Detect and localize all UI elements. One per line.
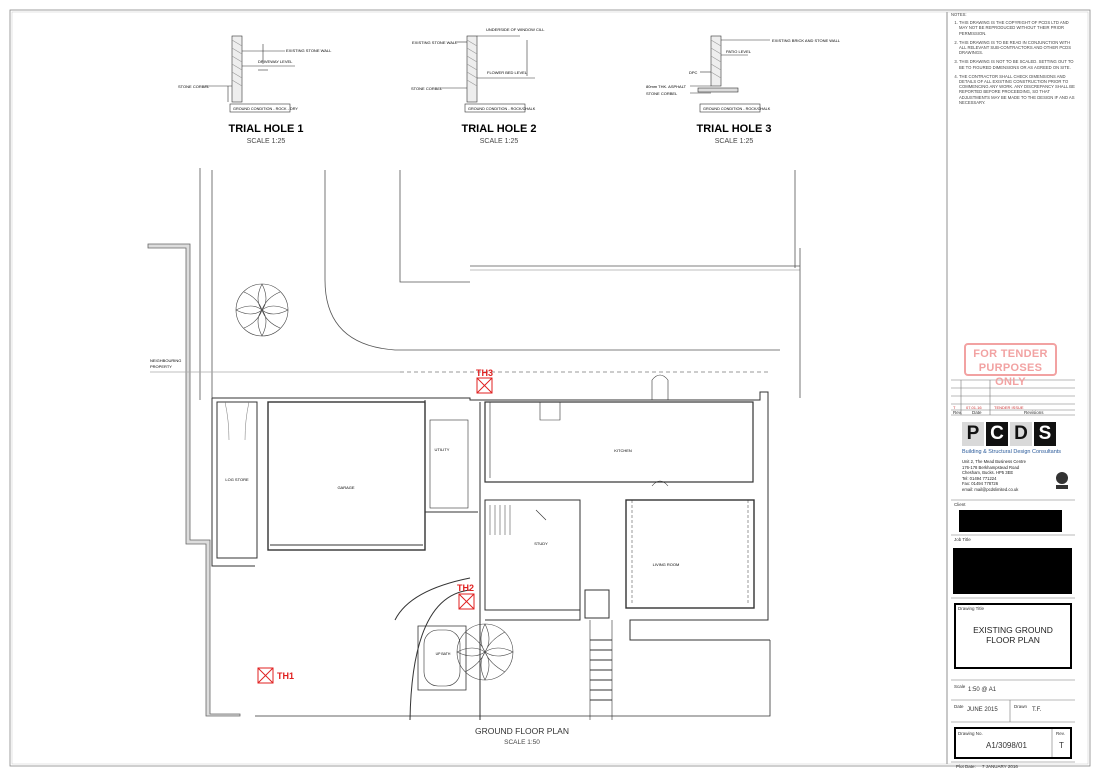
logo-letter: S	[1034, 422, 1056, 446]
drawn-value: T.F.	[1032, 707, 1042, 713]
th1-condition: GROUND CONDITION - ROCK - DRY	[233, 107, 298, 111]
room-label-living-room: LIVING ROOM	[653, 562, 680, 567]
th3-label-1: EXISTING BRICK AND STONE WALL	[772, 38, 841, 43]
th2-condition: GROUND CONDITION - ROCK/CHALK	[468, 107, 536, 111]
accreditation-emblem-icon	[1056, 472, 1068, 489]
building-plan	[211, 374, 771, 721]
note-item: THIS DRAWING IS THE COPYRIGHT OF PCDS LT…	[959, 20, 1075, 36]
th1-title: TRIAL HOLE 1	[229, 123, 304, 135]
th1-label-1: EXISTING STONE WALL	[286, 48, 332, 53]
client-label: Client	[954, 502, 966, 507]
rev-value: T	[1059, 741, 1064, 750]
stamp-line-2: PURPOSES ONLY	[978, 362, 1043, 388]
trial-hole-1-section	[205, 35, 295, 113]
th1-label-3: STONE CORBEL	[178, 84, 210, 89]
address-line: Tel: 01494 771224	[962, 475, 997, 481]
logo-letter: D	[1010, 422, 1032, 446]
note-item: THE CONTRACTOR SHALL CHECK DIMENSIONS AN…	[959, 74, 1075, 105]
client-redacted	[959, 510, 1062, 532]
address-line: Unit 2, The Mead Business Centre	[962, 459, 1026, 464]
th1-scale: SCALE 1:25	[247, 138, 286, 145]
room-label-bath: UP BATH	[436, 652, 451, 656]
revision-header-date: Date	[972, 410, 982, 415]
trial-hole-3-section	[690, 35, 770, 113]
company-tagline: Building & Structural Design Consultants	[962, 449, 1062, 455]
address-line: Chesham, Bucks. HP5 3EE	[962, 470, 1014, 475]
date-label: Date	[954, 704, 964, 709]
th2-marker	[458, 593, 475, 610]
th3-title: TRIAL HOLE 3	[697, 123, 772, 135]
rev-label: Rev.	[1056, 731, 1065, 736]
th3-label-4: 80mm THK. ASPHALT	[646, 84, 687, 89]
revision-header-desc: Revisions	[1024, 410, 1044, 415]
logo-letter: P	[962, 422, 984, 446]
th2-label-3: FLOWER BED LEVEL	[487, 70, 528, 75]
drawing-title-label: Drawing Title	[958, 606, 985, 611]
th2-marker-label: TH2	[457, 583, 474, 593]
company-address: Unit 2, The Mead Business Centre 176-178…	[962, 459, 1026, 492]
plot-date-value: 7 JANUARY 2016	[982, 764, 1018, 769]
neighbour-label-2: PROPERTY	[150, 364, 172, 369]
th3-condition: GROUND CONDITION - ROCK/CHALK	[703, 107, 771, 111]
th2-label-2: UNDERSIDE OF WINDOW CILL	[486, 27, 545, 32]
drawing-no-value: A1/3098/01	[986, 741, 1027, 750]
plan-scale: SCALE 1:50	[504, 739, 540, 746]
company-logo: P C D S	[962, 422, 1056, 446]
tender-stamp: FOR TENDER PURPOSES ONLY	[964, 343, 1057, 388]
th2-scale: SCALE 1:25	[480, 138, 519, 145]
th3-scale: SCALE 1:25	[715, 138, 754, 145]
job-title-redacted	[953, 548, 1072, 594]
room-label-utility: UTILITY	[435, 447, 450, 452]
neighbour-label-1: NEIGHBOURING	[150, 358, 181, 363]
notes-heading: NOTES:	[951, 12, 967, 17]
th3-label-5: STONE CORBEL	[646, 91, 678, 96]
plot-date-label: Plot Date:	[956, 764, 976, 769]
th2-label-4: STONE CORBEL	[411, 86, 443, 91]
titleblock-grid	[951, 379, 1075, 763]
job-title-label: Job Title	[954, 537, 971, 542]
drawing-title-box: Drawing Title EXISTING GROUND FLOOR PLAN	[954, 603, 1072, 669]
revision-rev: T	[953, 405, 956, 410]
th1-label-2: DRIVEWAY LEVEL	[258, 59, 293, 64]
address-line: email: mail@pcdslimited.co.uk	[962, 486, 1019, 492]
room-label-garage: GARAGE	[337, 485, 354, 490]
revision-date: 07.01.16	[966, 405, 982, 410]
drawing-title: EXISTING GROUND FLOOR PLAN	[956, 625, 1070, 645]
notes-panel: NOTES: THIS DRAWING IS THE COPYRIGHT OF …	[951, 12, 1075, 392]
th2-title: TRIAL HOLE 2	[462, 123, 537, 135]
th2-label-1: EXISTING STONE WALL	[412, 40, 458, 45]
note-item: THIS DRAWING IS TO BE READ IN CONJUNCTIO…	[959, 40, 1075, 56]
th3-marker-label: TH3	[476, 368, 493, 378]
date-value: JUNE 2015	[967, 707, 998, 713]
th3-label-2: PATIO LEVEL	[726, 49, 752, 54]
revision-header-rev: Rev.	[953, 410, 962, 415]
scale-value: 1:50 @ A1	[968, 687, 997, 693]
room-label-kitchen: KITCHEN	[614, 448, 632, 453]
th3-label-3: DPC	[689, 70, 698, 75]
trial-hole-2-section	[440, 35, 535, 113]
scale-label: Scale	[954, 684, 966, 689]
drawing-number-box: Drawing No. A1/3098/01 Rev. T	[954, 727, 1072, 759]
logo-letter: C	[986, 422, 1008, 446]
drawing-title-line: FLOOR PLAN	[986, 635, 1040, 645]
th3-marker	[476, 377, 493, 394]
drawing-no-label: Drawing No.	[958, 731, 983, 736]
note-item: THIS DRAWING IS NOT TO BE SCALED. SETTIN…	[959, 59, 1075, 69]
th1-marker-label: TH1	[277, 671, 294, 681]
room-label-study: STUDY	[534, 541, 548, 546]
tree-symbol-2	[456, 623, 514, 681]
sheet-border	[9, 9, 1091, 767]
drawing-title-line: EXISTING GROUND	[973, 625, 1053, 635]
th1-marker	[257, 667, 274, 684]
tree-symbol-1	[235, 283, 289, 337]
room-label-log-store: LOG STORE	[225, 477, 249, 482]
plan-title: GROUND FLOOR PLAN	[475, 726, 569, 736]
address-line: Fax: 01494 778726	[962, 481, 999, 486]
stamp-line-1: FOR TENDER	[973, 348, 1048, 360]
drawn-label: Drawn	[1014, 704, 1028, 709]
site-boundary	[147, 168, 801, 717]
revision-desc: TENDER ISSUE	[994, 405, 1024, 410]
address-line: 176-178 Berkhampstead Road	[962, 464, 1020, 470]
